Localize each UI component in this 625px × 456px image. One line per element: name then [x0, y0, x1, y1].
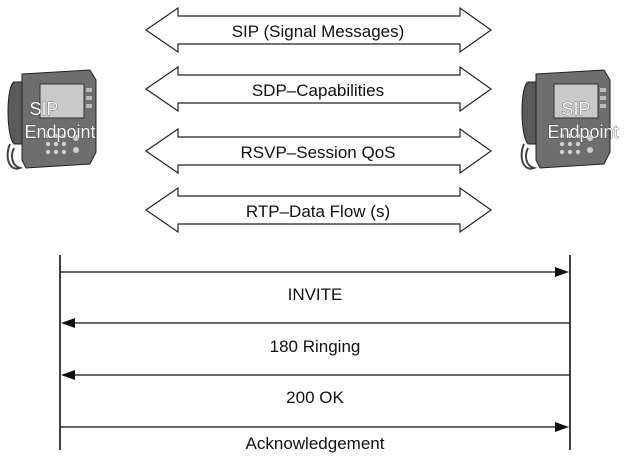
protocol-stack: SIP (Signal Messages) SDP–Capabilities R…	[144, 6, 493, 234]
message-acknowledgement: Acknowledgement	[60, 422, 569, 453]
left-endpoint: SIP Endpoint	[6, 69, 97, 170]
right-endpoint: SIP Endpoint	[520, 69, 619, 170]
message-label-invite: INVITE	[288, 285, 343, 304]
right-endpoint-line1: SIP	[561, 99, 590, 119]
protocol-arrow-rsvp: RSVP–Session QoS	[144, 127, 493, 175]
protocol-arrow-sip: SIP (Signal Messages)	[144, 6, 493, 54]
protocol-arrow-sdp: SDP–Capabilities	[144, 65, 493, 113]
left-endpoint-line2: Endpoint	[24, 122, 95, 142]
protocol-label-rsvp: RSVP–Session QoS	[241, 143, 396, 162]
protocol-label-rtp: RTP–Data Flow (s)	[246, 202, 390, 221]
left-endpoint-line1: SIP	[29, 99, 58, 119]
ip-phone-icon	[520, 69, 611, 170]
message-label-180-ringing: 180 Ringing	[270, 337, 361, 356]
ip-phone-icon	[6, 69, 97, 170]
protocol-label-sip: SIP (Signal Messages)	[232, 22, 405, 41]
right-endpoint-line2: Endpoint	[547, 122, 618, 142]
message-invite: INVITE	[60, 267, 569, 304]
message-label-acknowledgement: Acknowledgement	[246, 434, 385, 453]
message-180-ringing: 180 Ringing	[61, 318, 570, 356]
protocol-label-sdp: SDP–Capabilities	[252, 81, 384, 100]
message-200-ok: 200 OK	[61, 370, 570, 407]
message-label-200-ok: 200 OK	[286, 388, 344, 407]
sequence-diagram: INVITE 180 Ringing 200 OK Acknowledgemen…	[59, 255, 571, 453]
protocol-arrow-rtp: RTP–Data Flow (s)	[144, 186, 493, 234]
